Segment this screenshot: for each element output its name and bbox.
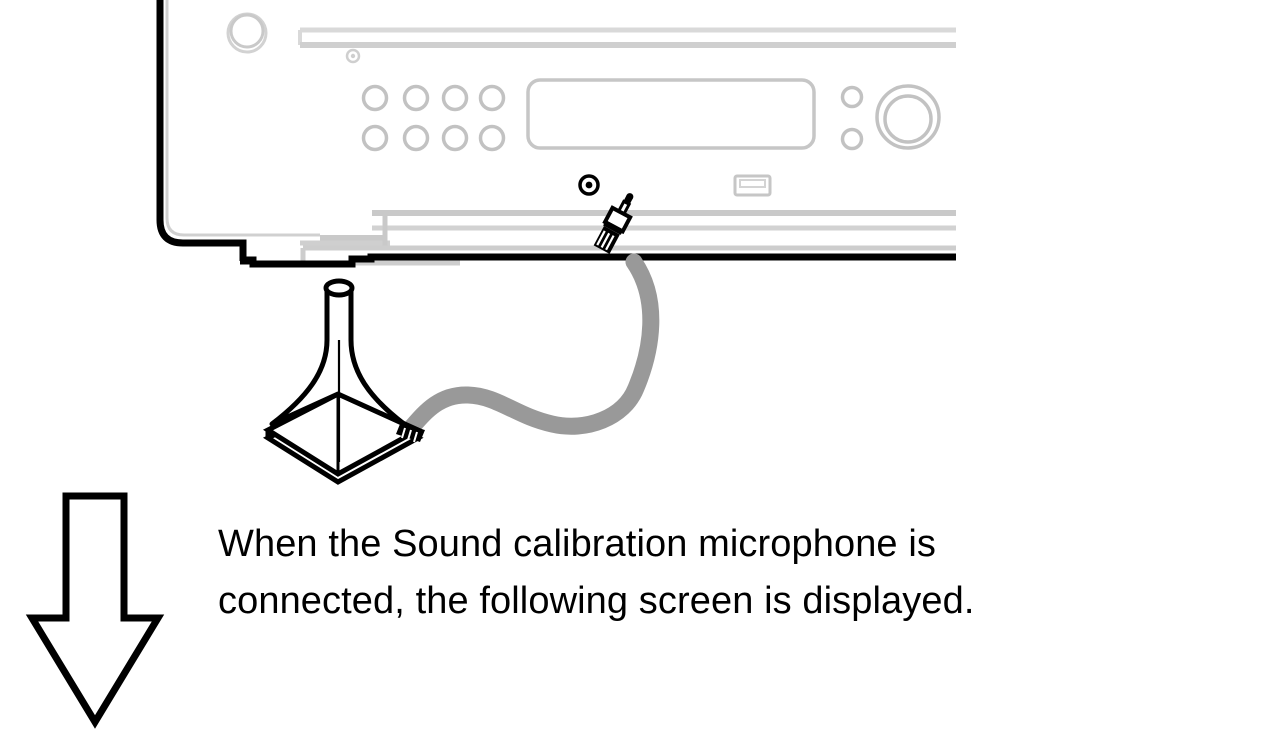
receiver-left-side-panel <box>156 0 320 247</box>
microphone-capsule-top <box>323 278 355 298</box>
panel-button <box>441 84 469 112</box>
panel-button <box>478 124 506 152</box>
sound-calibration-microphone <box>262 278 425 485</box>
mic-jack-socket[interactable] <box>578 174 600 196</box>
panel-button <box>361 84 389 112</box>
caption-text: When the Sound calibration microphone is… <box>218 523 975 622</box>
ir-sensor-icon <box>345 48 361 64</box>
usb-port-icon <box>733 174 772 197</box>
panel-button <box>402 124 430 152</box>
microphone-cable <box>403 253 660 436</box>
knob-side-buttons[interactable] <box>840 85 864 151</box>
receiver-bottom-edge <box>239 243 956 268</box>
receiver-faceplate-lines <box>298 27 956 48</box>
panel-button <box>478 84 506 112</box>
microphone-cable-ferrule <box>396 424 425 443</box>
panel-button-small <box>840 127 864 151</box>
side-panel-ring-icon <box>226 12 268 54</box>
volume-knob[interactable] <box>875 84 941 150</box>
front-panel-button-grid[interactable] <box>361 84 506 152</box>
microphone-column <box>269 285 407 462</box>
down-arrow <box>25 492 165 729</box>
panel-button <box>402 84 430 112</box>
receiver-lower-rails <box>300 210 956 266</box>
panel-button-small <box>840 85 864 109</box>
av-receiver <box>156 0 956 268</box>
receiver-display-panel <box>526 78 816 150</box>
panel-button <box>361 124 389 152</box>
mic-plug <box>593 193 634 254</box>
panel-button <box>441 124 469 152</box>
